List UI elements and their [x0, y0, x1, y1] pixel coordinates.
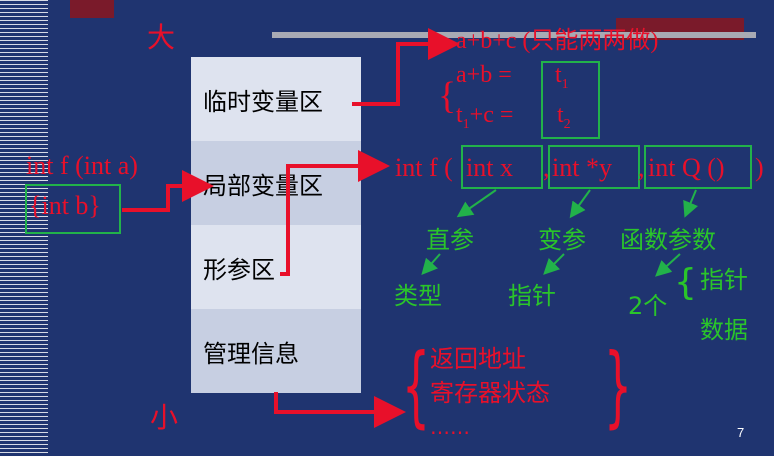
- temp-eq2-lhs: t1+c =: [456, 102, 514, 132]
- label-pointer: 指针: [508, 282, 556, 310]
- mgmt-register-state: 寄存器状态: [430, 379, 550, 407]
- code-local-decl: {int b}: [29, 191, 101, 220]
- arrow-pointer: [543, 253, 565, 275]
- label-variable-param: 变参: [538, 226, 586, 254]
- temp-eq2-t: t2: [557, 102, 571, 132]
- mgmt-return-addr: 返回地址: [430, 345, 526, 373]
- arrow-temp-to-header: [352, 28, 460, 106]
- arrow-direct: [456, 189, 497, 218]
- sig-arg3-box: [644, 145, 752, 189]
- sig-arg1-box: [461, 145, 543, 189]
- arrow-function: [683, 189, 698, 218]
- arrow-mgmt-to-info: [274, 392, 406, 428]
- label-direct-param: 直参: [426, 226, 474, 254]
- label-large: 大: [147, 21, 176, 54]
- cell-params: 形参区: [191, 225, 361, 309]
- title-bar-line: [272, 32, 756, 38]
- page-number: 7: [737, 425, 745, 440]
- striped-margin: [0, 0, 48, 456]
- label-pointer-2: 指针: [700, 266, 748, 294]
- sig-arg2-box: [548, 145, 640, 189]
- label-two: 2个: [628, 292, 668, 320]
- temp-vars-box: [541, 61, 600, 139]
- code-local-box: [25, 184, 121, 234]
- label-type: 类型: [394, 282, 442, 310]
- arrow-params-to-signature: [280, 150, 390, 276]
- sig-arg2: int *y: [552, 153, 612, 182]
- mgmt-brace-right: }: [604, 336, 632, 438]
- sig-arg3: int Q (): [648, 153, 725, 182]
- temp-eq1-lhs: a+b =: [456, 62, 512, 88]
- stack-frame: 临时变量区 局部变量区 形参区 管理信息: [191, 57, 361, 393]
- arrow-type: [421, 253, 441, 275]
- label-function-param: 函数参数: [620, 226, 716, 254]
- mgmt-ellipsis: ……: [430, 415, 470, 439]
- sig-sep1: ,: [543, 153, 550, 182]
- two-brace: {: [674, 262, 697, 303]
- cell-temp-vars: 临时变量区: [191, 57, 361, 141]
- cell-local-vars: 局部变量区: [191, 141, 361, 225]
- temp-eq1-t: t1: [555, 62, 569, 92]
- label-small: 小: [150, 401, 179, 434]
- sig-suffix: ): [755, 153, 764, 182]
- mgmt-brace-left: {: [402, 336, 430, 438]
- arrow-local-to-stack: [122, 170, 214, 212]
- sig-prefix: int f (: [395, 153, 453, 182]
- corner-block: [70, 0, 114, 18]
- temp-brace: {: [438, 75, 457, 117]
- code-func-header: int f (int a): [26, 151, 138, 180]
- temp-header: a+b+c (只能两两做): [456, 28, 659, 54]
- label-data: 数据: [700, 316, 748, 344]
- sig-sep2: ,: [638, 153, 645, 182]
- cell-mgmt-info: 管理信息: [191, 309, 361, 393]
- arrow-two: [655, 253, 681, 277]
- sig-arg1: int x: [466, 153, 513, 182]
- arrow-variable: [569, 189, 591, 219]
